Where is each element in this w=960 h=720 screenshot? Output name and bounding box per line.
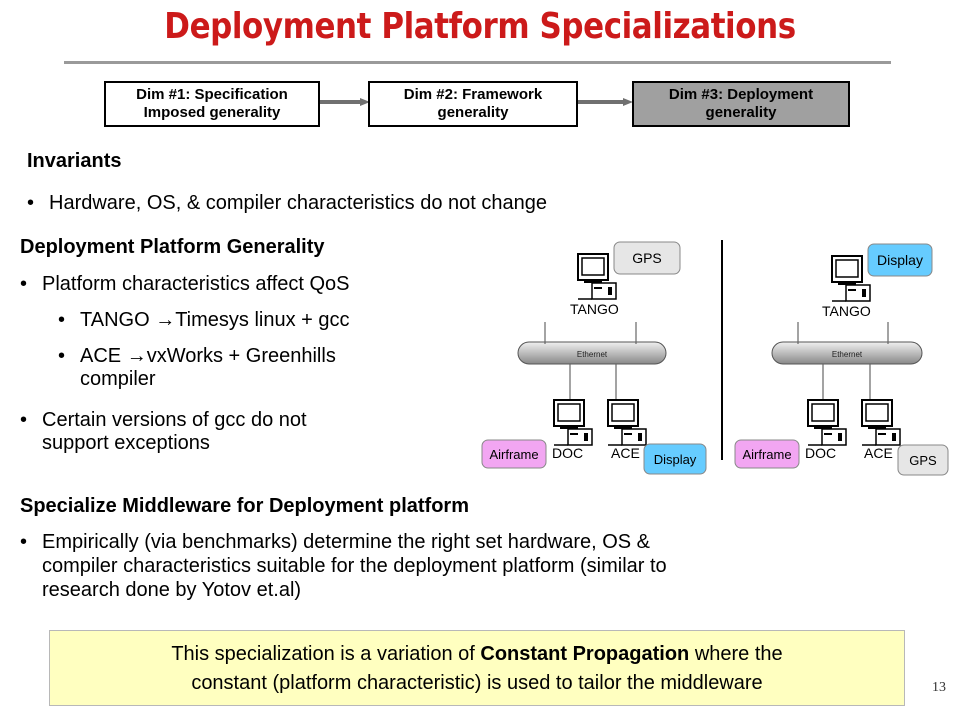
left-display-label: Display — [654, 452, 697, 467]
dim3-line2: generality — [705, 104, 777, 121]
footer-text-bold: Constant Propagation — [480, 643, 690, 665]
generality-bullet-2-cont: support exceptions — [42, 432, 210, 454]
left-airframe-label: Airframe — [489, 447, 538, 462]
deployment-diagram: Ethernet GPS TANGO Airframe DOC ACE Disp… — [481, 240, 949, 476]
footer-text-line2: constant (platform characteristic) is us… — [191, 672, 763, 694]
dim-arrow-1 — [320, 98, 370, 106]
right-ace-computer-icon — [861, 399, 901, 446]
left-ace-computer-icon — [607, 399, 647, 446]
page-number: 13 — [932, 680, 946, 695]
invariants-heading: Invariants — [27, 150, 122, 172]
right-host-label: TANGO — [822, 303, 871, 319]
right-gps-label: GPS — [909, 453, 937, 468]
specialize-heading: Specialize Middleware for Deployment pla… — [20, 495, 469, 517]
left-network: Ethernet GPS TANGO Airframe DOC ACE Disp… — [481, 241, 707, 475]
specialize-bullet-line3: research done by Yotov et.al) — [42, 579, 302, 601]
right-bus-label: Ethernet — [832, 350, 863, 359]
right-ace-label: ACE — [864, 445, 893, 461]
arrow-icon: → — [155, 309, 176, 331]
left-display-tag — [643, 443, 707, 475]
right-airframe-label: Airframe — [742, 447, 791, 462]
generality-sub-2: ACE →vxWorks + Greenhills — [58, 345, 336, 368]
generality-bullet-2: Certain versions of gcc do not — [20, 409, 307, 432]
left-tango-computer-icon — [577, 253, 617, 300]
left-ace-label: ACE — [611, 445, 640, 461]
left-doc-computer-icon — [553, 399, 593, 446]
right-doc-label: DOC — [805, 445, 836, 461]
right-display-tag — [867, 243, 933, 277]
generality-sub-2-cont: compiler — [80, 368, 156, 390]
dim2-line2: generality — [437, 104, 509, 121]
dim1-line2: Imposed generality — [143, 104, 281, 121]
specialize-bullet-line2: compiler characteristics suitable for th… — [42, 555, 667, 577]
left-top-label: GPS — [632, 250, 662, 266]
right-network: Ethernet Display TANGO Airframe DOC ACE … — [734, 243, 949, 476]
dim2-line1: Dim #2: Framework — [403, 86, 543, 103]
page-title: Deployment Platform Specializations — [164, 6, 796, 47]
left-airframe-tag — [481, 439, 547, 469]
generality-bullet-1: Platform characteristics affect QoS — [20, 273, 349, 296]
dim1-line1: Dim #1: Specification — [136, 86, 288, 103]
right-gps-tag — [897, 444, 949, 476]
left-host-label: TANGO — [570, 301, 619, 317]
left-bus-label: Ethernet — [577, 350, 608, 359]
right-doc-computer-icon — [807, 399, 847, 446]
right-airframe-tag — [734, 439, 800, 469]
right-tango-computer-icon — [831, 255, 871, 302]
arrow-icon: → — [126, 345, 147, 367]
right-top-label: Display — [877, 252, 923, 268]
generality-sub-1: TANGO →Timesys linux + gcc — [58, 309, 349, 332]
dim-arrow-2 — [578, 98, 633, 106]
specialize-bullet-line1: Empirically (via benchmarks) determine t… — [20, 531, 650, 554]
footer-text-post: where the — [689, 643, 783, 665]
left-doc-label: DOC — [552, 445, 583, 461]
invariants-bullet: Hardware, OS, & compiler characteristics… — [27, 192, 547, 215]
title-underline — [64, 61, 891, 64]
generality-heading: Deployment Platform Generality — [20, 236, 325, 258]
footer-text-pre: This specialization is a variation of — [171, 643, 481, 665]
left-gps-tag — [613, 241, 681, 275]
footer-callout: This specialization is a variation of Co… — [49, 630, 905, 706]
dim3-line1: Dim #3: Deployment — [668, 86, 814, 103]
